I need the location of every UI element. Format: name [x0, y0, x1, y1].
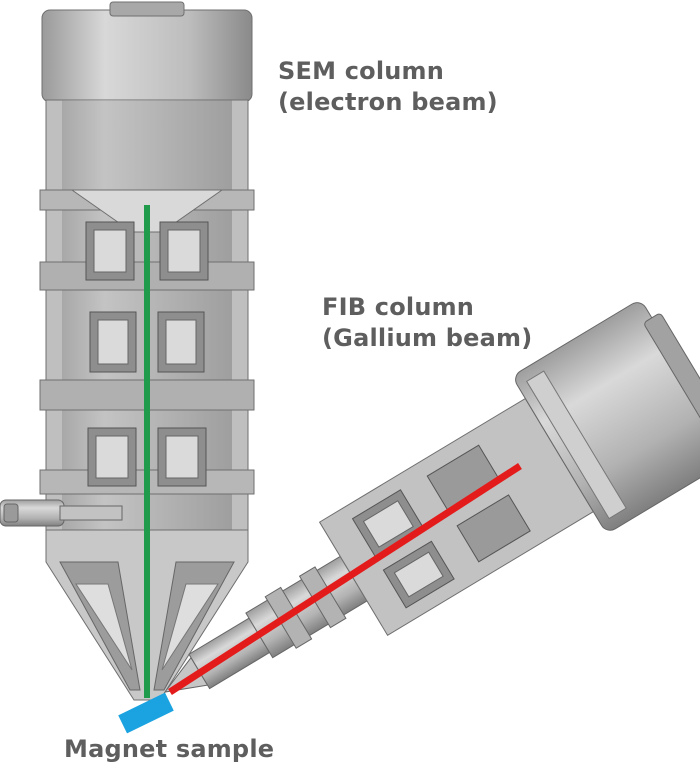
sem-column-label-line2: (electron beam): [278, 88, 498, 116]
sem-column-label-line1: SEM column: [278, 57, 445, 85]
sem-column-label: SEM column (electron beam): [278, 56, 498, 118]
side-probe: [0, 499, 123, 527]
magnet-sample: [118, 692, 174, 734]
sem-column: [0, 1, 255, 701]
fib-column-label-line1: FIB column: [322, 293, 475, 321]
gallium-beam: [168, 463, 522, 695]
sem-top-cap: [41, 9, 253, 103]
fib-column-label-line2: (Gallium beam): [322, 324, 533, 352]
beams: [144, 205, 522, 698]
fib-column-label: FIB column (Gallium beam): [322, 292, 532, 354]
magnet-sample-label: Magnet sample: [64, 735, 275, 763]
